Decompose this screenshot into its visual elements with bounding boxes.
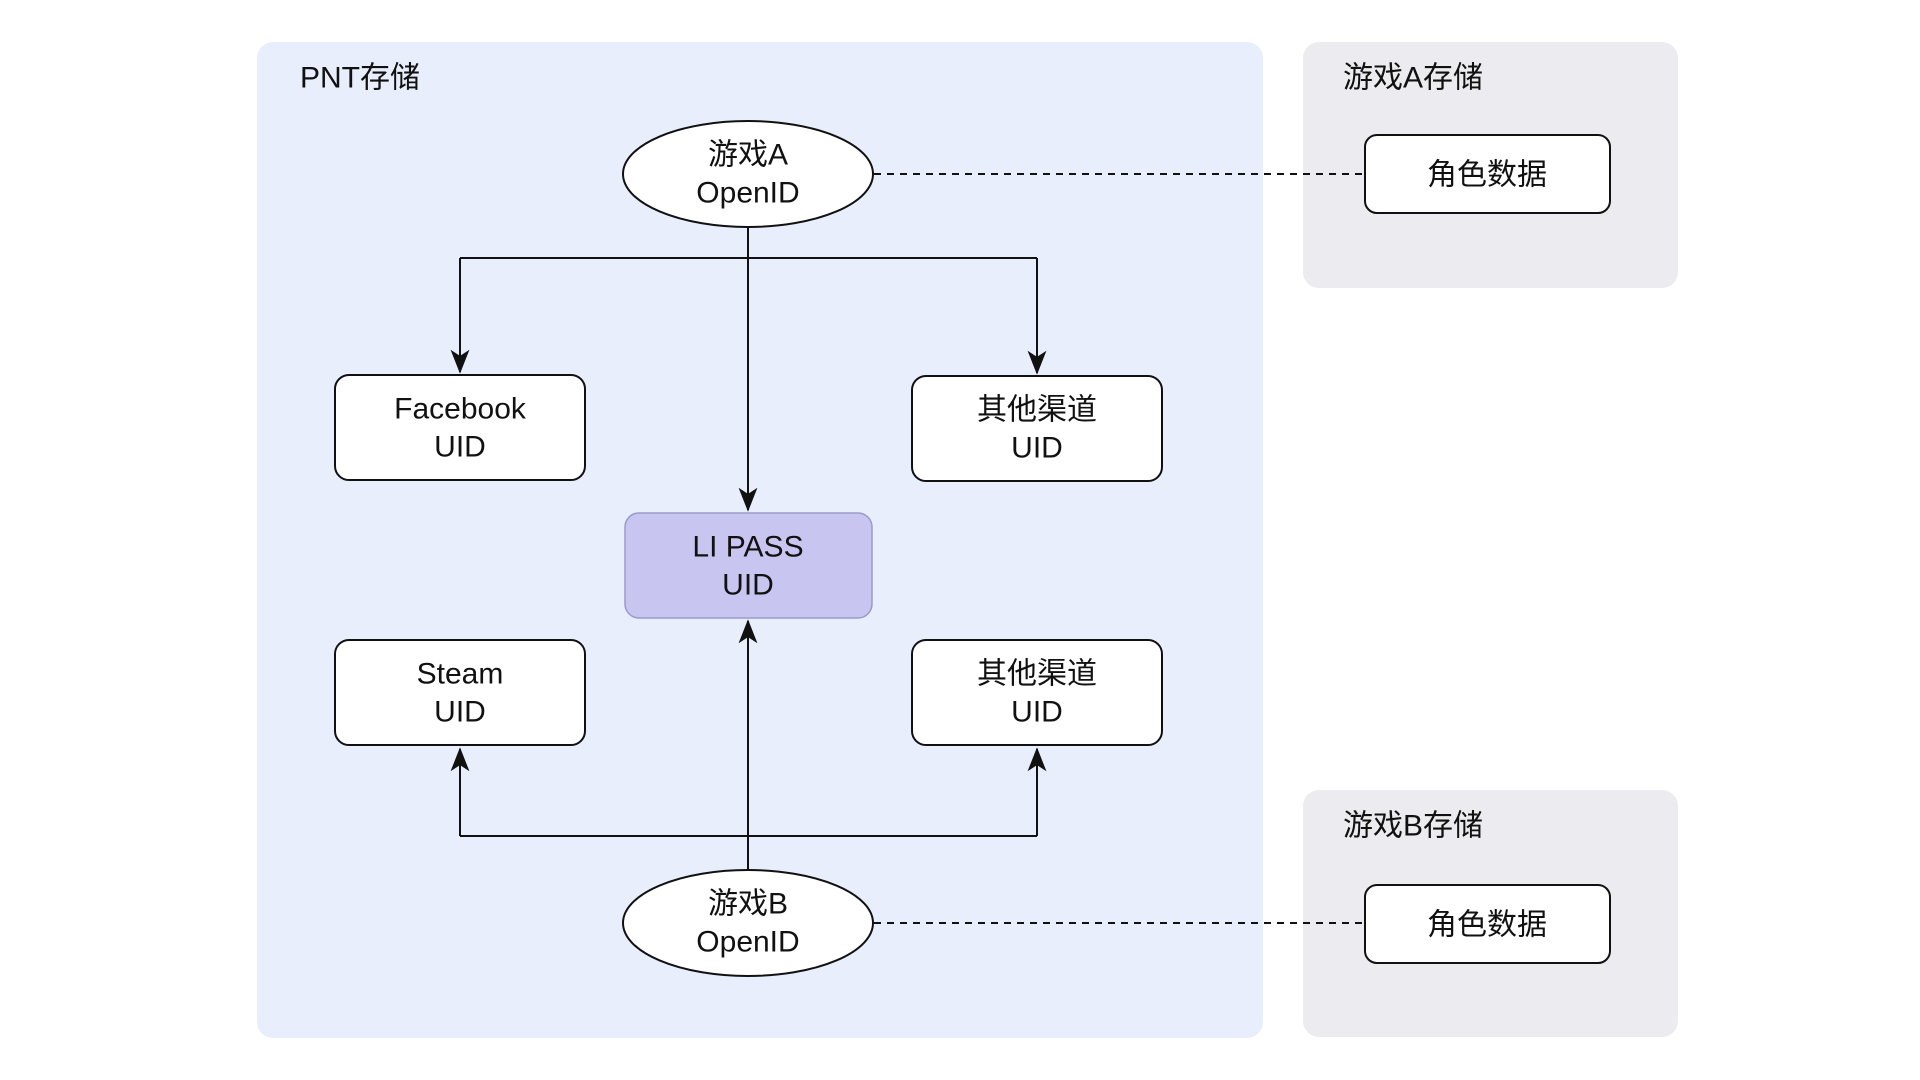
game-a-storage-label: 游戏A存储 bbox=[1343, 62, 1483, 95]
steam-uid-node: Steam UID bbox=[334, 639, 586, 746]
facebook-uid-shape bbox=[334, 374, 586, 481]
other-channel-uid-top-label-line1: 其他渠道 bbox=[977, 394, 1097, 427]
role-data-b-shape bbox=[1364, 884, 1611, 964]
game-a-openid-label-line1: 游戏A bbox=[708, 139, 788, 172]
other-channel-uid-bottom-shape bbox=[911, 639, 1163, 746]
role-data-b-label: 角色数据 bbox=[1427, 909, 1547, 942]
role-data-a-shape bbox=[1364, 134, 1611, 214]
li-pass-uid-label-line1: LI PASS bbox=[692, 531, 803, 564]
edge-group bbox=[450, 173, 1364, 924]
game-a-openid-label-line2: OpenID bbox=[696, 177, 799, 210]
other-channel-uid-bottom-node: 其他渠道 UID bbox=[911, 639, 1163, 746]
other-channel-uid-top-node: 其他渠道 UID bbox=[911, 375, 1163, 482]
game-a-openid-node: 游戏A OpenID bbox=[622, 120, 874, 228]
pnt-storage-label: PNT存储 bbox=[300, 62, 420, 95]
other-channel-uid-top-shape bbox=[911, 375, 1163, 482]
facebook-uid-node: Facebook UID bbox=[334, 374, 586, 481]
other-channel-uid-top-label-line2: UID bbox=[1011, 432, 1063, 465]
facebook-uid-label-line2: UID bbox=[434, 431, 486, 464]
other-channel-uid-bottom-label-line1: 其他渠道 bbox=[977, 658, 1097, 691]
li-pass-uid-shape bbox=[624, 512, 873, 619]
steam-uid-label-line2: UID bbox=[434, 696, 486, 729]
game-a-openid-shape bbox=[622, 120, 874, 228]
li-pass-uid-label-line2: UID bbox=[722, 569, 774, 602]
role-data-a-node: 角色数据 bbox=[1364, 134, 1611, 214]
game-b-storage-label: 游戏B存储 bbox=[1343, 810, 1483, 843]
game-b-openid-label-line2: OpenID bbox=[696, 926, 799, 959]
role-data-b-node: 角色数据 bbox=[1364, 884, 1611, 964]
game-b-openid-node: 游戏B OpenID bbox=[622, 869, 874, 977]
game-b-openid-label-line1: 游戏B bbox=[708, 888, 788, 921]
steam-uid-label-line1: Steam bbox=[417, 658, 504, 691]
game-b-openid-shape bbox=[622, 869, 874, 977]
role-data-a-label: 角色数据 bbox=[1427, 159, 1547, 192]
facebook-uid-label-line1: Facebook bbox=[394, 393, 527, 426]
other-channel-uid-bottom-label-line2: UID bbox=[1011, 696, 1063, 729]
li-pass-uid-node: LI PASS UID bbox=[624, 512, 873, 619]
steam-uid-shape bbox=[334, 639, 586, 746]
